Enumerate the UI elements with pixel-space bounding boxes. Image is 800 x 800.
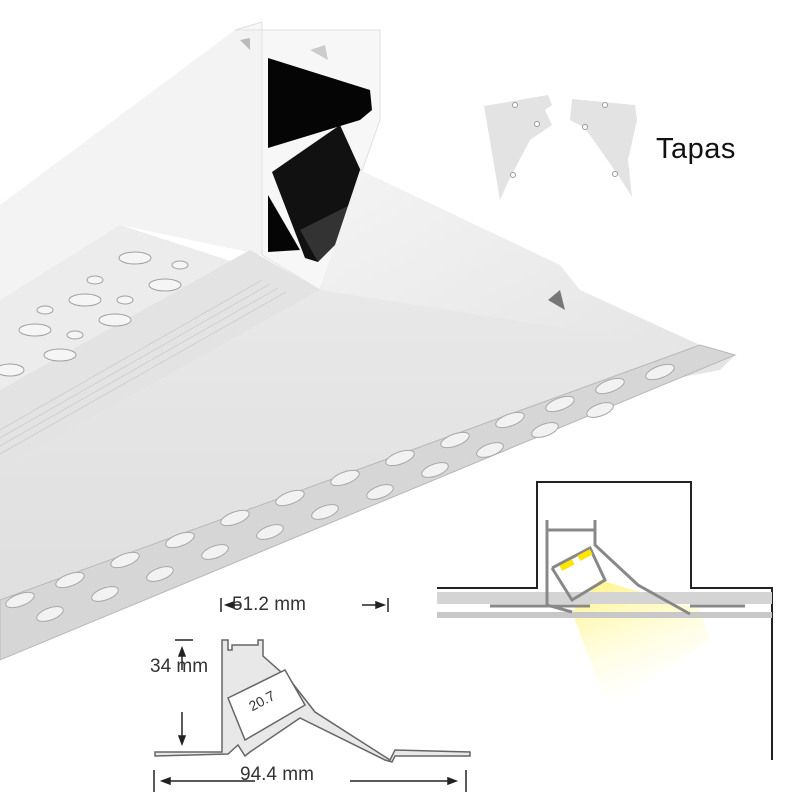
profile-cavity-bottom: [268, 195, 300, 252]
end-cap-left: [484, 95, 552, 200]
perforation-holes: [5, 363, 675, 622]
height-dimension: 34 mm: [150, 656, 209, 677]
ceiling-recess-outline: [437, 481, 773, 760]
flange-ribs: [0, 279, 287, 455]
total-width-dimension: 94.4 mm: [240, 764, 314, 785]
plaster-layer: [437, 592, 772, 604]
end-caps-label: Tapas: [656, 133, 736, 165]
installed-profile-section: [490, 520, 745, 616]
end-cap-right: [570, 99, 637, 197]
width-top-dimension: 51.2 mm: [232, 594, 306, 615]
diffuser: [272, 125, 365, 262]
profile-cavity-top: [268, 58, 372, 148]
left-flange-holes: [0, 251, 189, 377]
led-chip: [577, 549, 593, 561]
led-chip: [559, 559, 575, 571]
profile-top-face: [0, 22, 262, 300]
light-beam: [572, 580, 710, 700]
profile-section: [154, 639, 471, 763]
